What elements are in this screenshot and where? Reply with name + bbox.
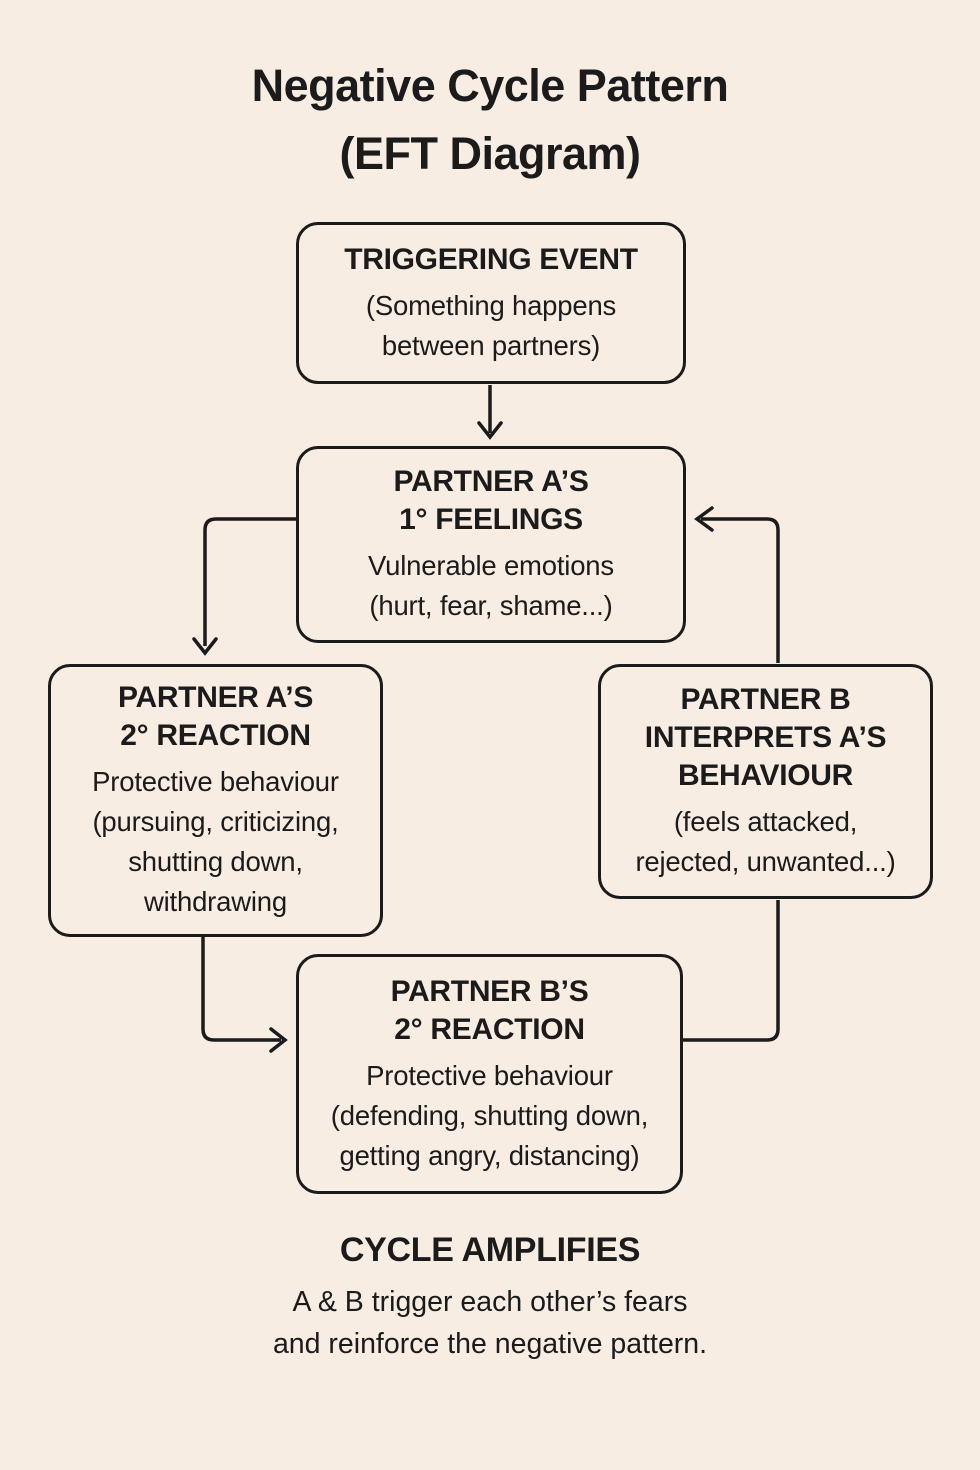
page-title: Negative Cycle Pattern (EFT Diagram) [251,60,729,179]
arrowhead-down-icon [192,637,218,656]
connector-b-reaction-to-b-interprets [683,900,780,1042]
arrow-feelings-to-a-reaction [192,517,296,656]
node-body: (feels attacked, rejected, unwanted...) [635,806,896,878]
node-heading: PARTNER B’S 2° REACTION [390,974,589,1046]
caption-body: A & B trigger each other’s fears and rei… [272,1286,708,1361]
node-body: Protective behaviour (pursuing, criticiz… [92,766,339,917]
node-partner-a-secondary-reaction: PARTNER A’S 2° REACTION Protective behav… [48,664,383,937]
connector-shaft [683,900,780,1042]
arrow-a-reaction-to-b-reaction [201,936,288,1053]
node-body: Protective behaviour (defending, shuttin… [330,1059,649,1171]
arrow-shaft [701,517,780,663]
node-heading: PARTNER A’S 2° REACTION [117,681,314,753]
node-heading: TRIGGERING EVENT [344,242,638,276]
node-heading: PARTNER A’S 1° FEELINGS [393,465,589,537]
node-partner-a-primary-feelings: PARTNER A’S 1° FEELINGS Vulnerable emoti… [296,446,686,643]
arrow-trigger-to-feelings [477,385,503,440]
arrowhead-right-icon [269,1027,288,1053]
arrow-shaft [201,936,281,1042]
node-triggering-event: TRIGGERING EVENT (Something happens betw… [296,222,686,384]
node-partner-b-interprets-behaviour: PARTNER B INTERPRETS A’S BEHAVIOUR (feel… [598,664,933,899]
arrowhead-left-icon [694,506,714,532]
cycle-amplifies-caption: CYCLE AMPLIFIES A & B trigger each other… [0,1228,980,1366]
node-heading: PARTNER B INTERPRETS A’S BEHAVIOUR [644,682,887,793]
node-body: Vulnerable emotions (hurt, fear, shame..… [368,550,614,622]
node-partner-b-secondary-reaction: PARTNER B’S 2° REACTION Protective behav… [296,954,683,1194]
arrow-b-interprets-to-feelings [694,506,780,663]
node-body: (Something happens between partners) [365,289,617,361]
caption-heading: CYCLE AMPLIFIES [339,1231,641,1269]
arrowhead-down-icon [477,421,503,440]
arrow-shaft [203,517,296,646]
